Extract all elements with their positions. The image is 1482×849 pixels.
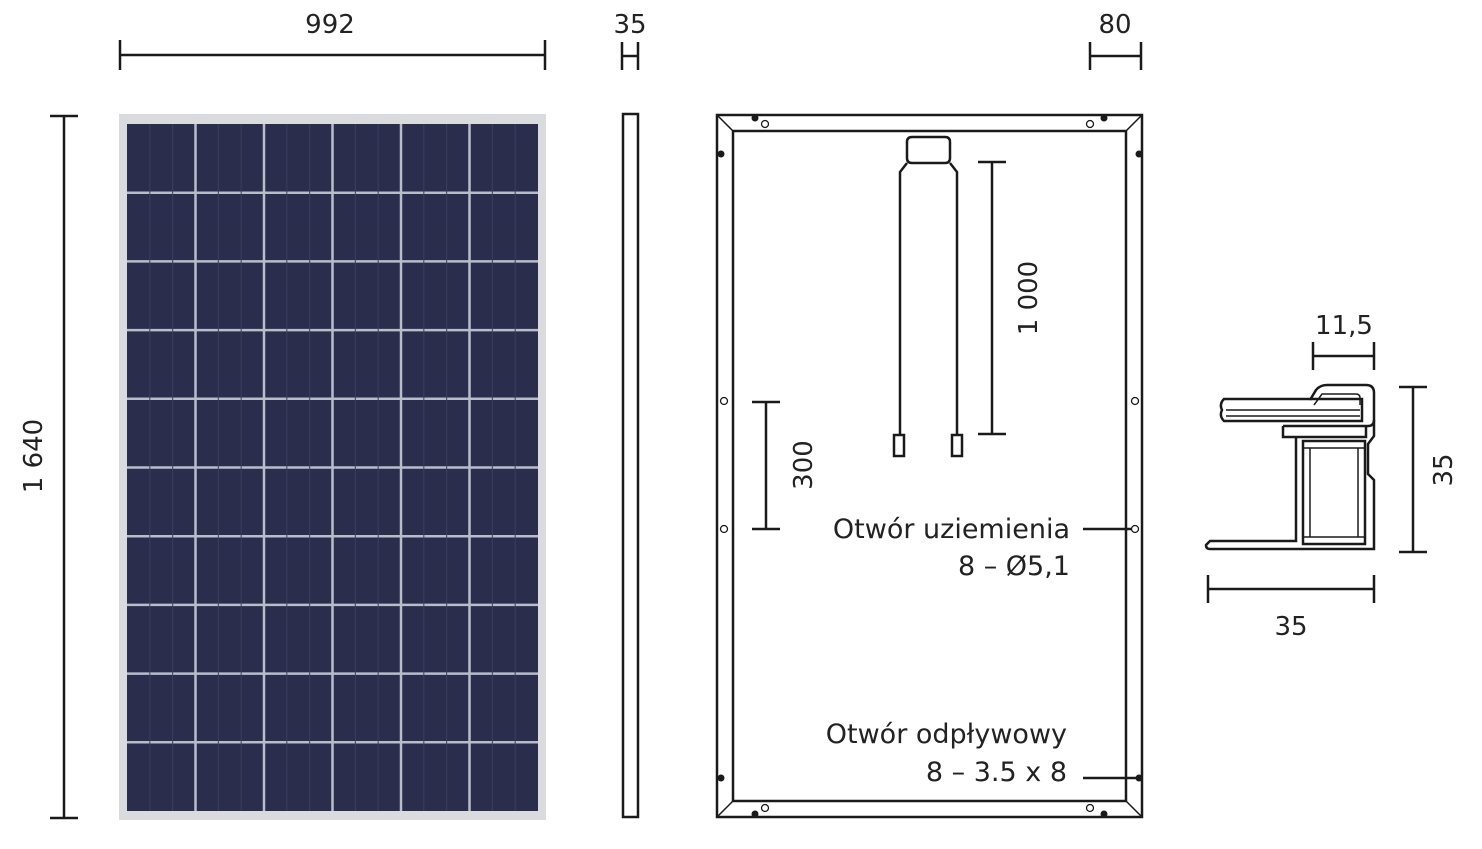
grounding-holes bbox=[719, 119, 1140, 813]
grounding-hole-title: Otwór uziemienia bbox=[833, 514, 1070, 545]
side-view: 35 bbox=[613, 10, 647, 819]
back-view: 80 bbox=[715, 10, 1144, 819]
frame-profile-shape bbox=[1204, 383, 1376, 551]
front-width-label: 992 bbox=[305, 10, 355, 40]
back-frame-inner bbox=[731, 129, 1128, 803]
back-frame-outer bbox=[715, 113, 1144, 819]
lip-width-label: 11,5 bbox=[1315, 311, 1373, 341]
frame-corner-joints bbox=[716, 114, 1143, 818]
drain-hole-callout: Otwór odpływowy 8 – 3.5 x 8 bbox=[826, 719, 1136, 788]
cable-connector-right bbox=[950, 433, 964, 458]
drain-hole-title: Otwór odpływowy bbox=[826, 719, 1067, 750]
profile-width-label: 35 bbox=[1274, 612, 1307, 642]
grounding-hole-callout: Otwór uziemienia 8 – Ø5,1 bbox=[833, 514, 1131, 582]
cable-length-dimension: 1 000 bbox=[978, 160, 1044, 436]
drain-holes bbox=[717, 114, 1143, 818]
cable-connector-left bbox=[892, 433, 906, 458]
hole-spacing-dimension: 300 bbox=[752, 400, 819, 531]
front-view: 992 1 640 bbox=[19, 10, 547, 820]
cable-length-label: 1 000 bbox=[1014, 261, 1044, 335]
side-thickness-dimension: 35 bbox=[613, 10, 647, 70]
profile-height-dimension: 35 bbox=[1399, 385, 1459, 554]
drain-hole-spec: 8 – 3.5 x 8 bbox=[926, 757, 1067, 788]
hole-spacing-label: 300 bbox=[789, 440, 819, 490]
side-profile bbox=[621, 112, 640, 819]
front-height-dimension: 1 640 bbox=[19, 114, 78, 820]
side-thickness-label: 35 bbox=[613, 10, 646, 40]
frame-profile-view: 11,5 35 35 bbox=[1204, 311, 1459, 642]
grounding-hole-spec: 8 – Ø5,1 bbox=[958, 551, 1070, 582]
frame-offset-label: 80 bbox=[1098, 10, 1131, 40]
panel-cell-grid bbox=[127, 124, 538, 811]
front-height-label: 1 640 bbox=[19, 419, 49, 493]
profile-height-label: 35 bbox=[1429, 453, 1459, 486]
junction-box bbox=[892, 135, 964, 458]
front-width-dimension: 992 bbox=[118, 10, 547, 70]
lip-width-dimension: 11,5 bbox=[1311, 311, 1376, 370]
profile-width-dimension: 35 bbox=[1206, 575, 1376, 642]
frame-offset-dimension: 80 bbox=[1088, 10, 1143, 70]
